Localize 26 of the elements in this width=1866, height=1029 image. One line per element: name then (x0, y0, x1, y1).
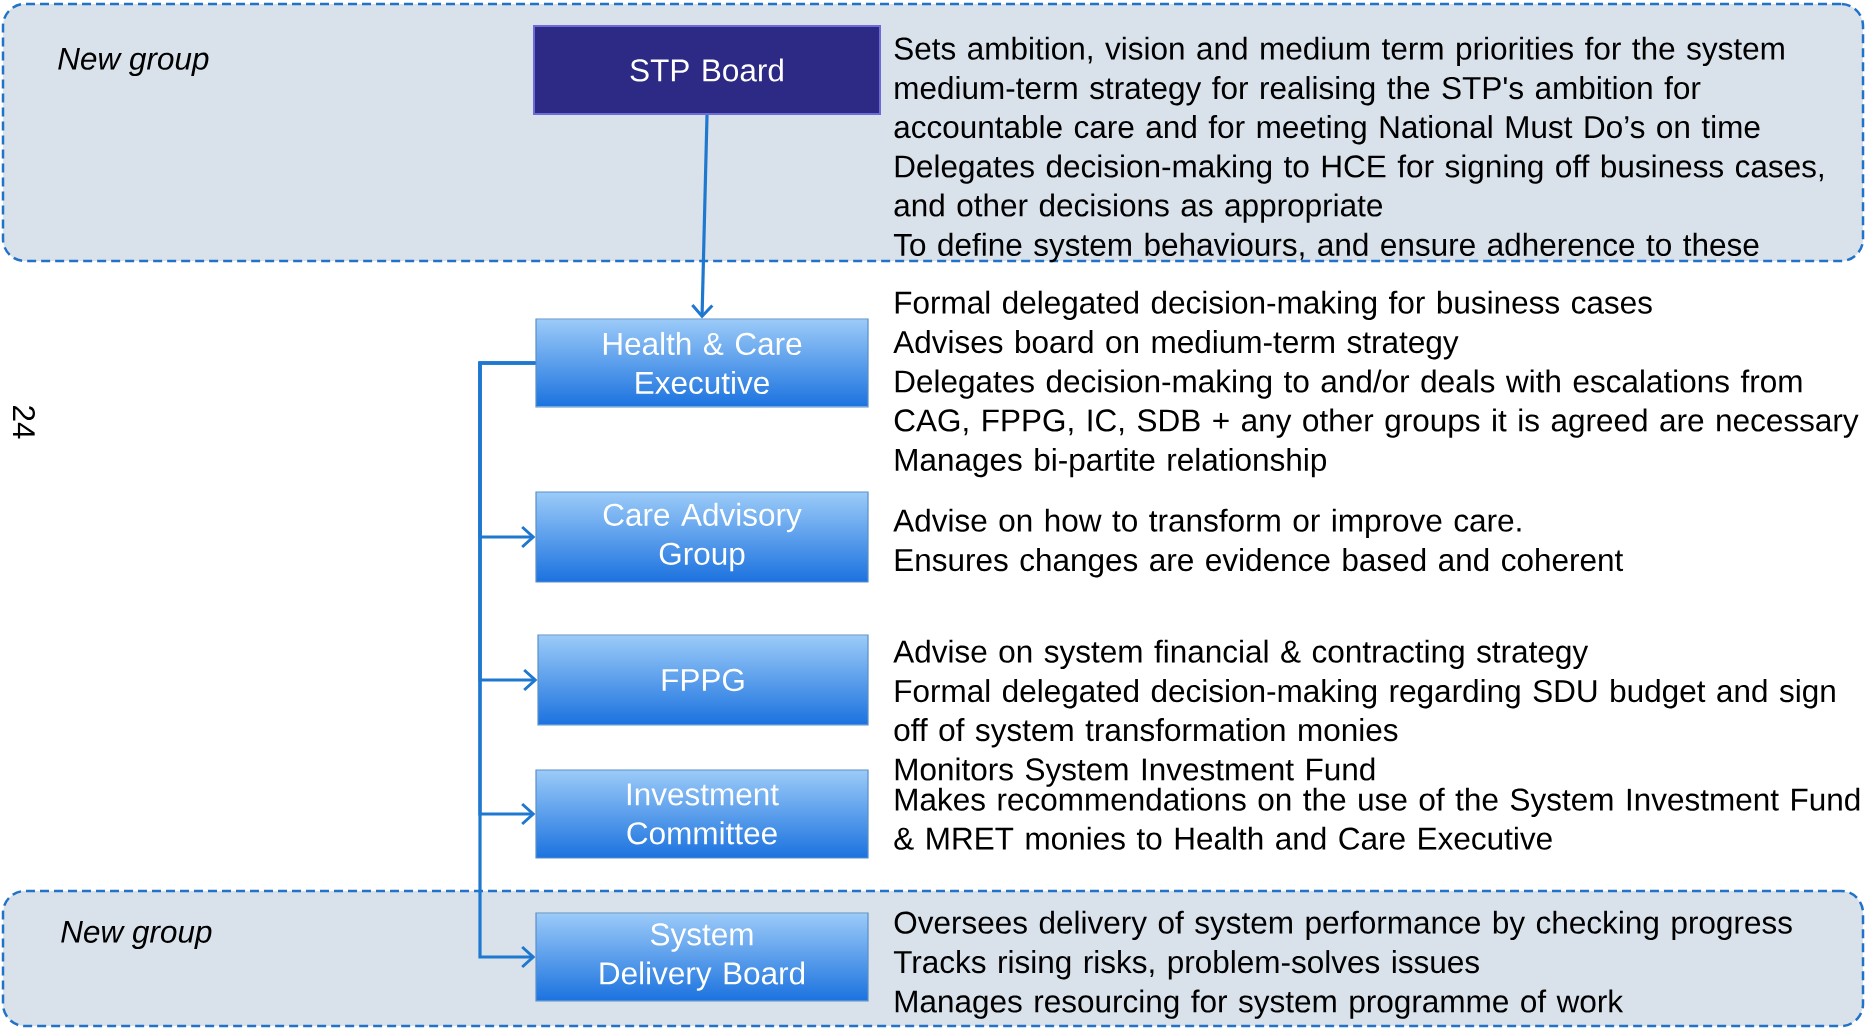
committee-box: Health & Care Executive (535, 318, 869, 408)
committee-box: Investment Committee (535, 769, 869, 859)
description-text: Manages bi-partite relationship (895, 447, 1326, 478)
description-text: Delegates decision-making to and/or deals with escalations from CAG, FPPG, IC, SDB + any other groups it is agreed are necessary (894, 369, 1859, 438)
description-text: medium-term strategy for realising the STP's ambition for accountable care and for meeting National Must Do’s on time (894, 76, 1760, 145)
board-box: STP Board (533, 25, 881, 115)
description-text: To define system behaviours, and ensure adherence to these (893, 232, 1759, 263)
committee-box: System Delivery Board (535, 912, 869, 1002)
committee-box: Care Advisory Group (535, 491, 869, 583)
committee-box: FPPG (537, 634, 869, 726)
description-text: Tracks rising risks, problem-solves issues (893, 950, 1479, 980)
description-text: Advise on system financial & contracting strategy (893, 639, 1589, 670)
description-text: Monitors System Investment Fund (895, 757, 1375, 787)
description-text: Sets ambition, vision and medium term priorities for the system (894, 36, 1784, 67)
description-text: Advise on how to transform or improve care. (893, 508, 1521, 539)
description-text: Makes recommendations on the use of the System Investment Fund & MRET monies to Health and Care Executive (894, 787, 1860, 850)
description-text: Oversees delivery of system performance by checking progress (894, 910, 1792, 941)
description-text: Advises board on medium-term strategy (893, 330, 1459, 360)
description-text: Delegates decision-making to HCE for signing off business cases, and other decisions as appropriate (894, 154, 1823, 223)
description-text: Formal delegated decision-making for business cases (895, 290, 1652, 321)
arrow (691, 114, 714, 319)
page-number: 24 (13, 406, 35, 439)
arrow (478, 361, 536, 969)
description-text: Ensures changes are evidence based and coherent (895, 548, 1624, 578)
description-text: Formal delegated decision-making regarding SDU budget and sign off of system transformation monies (894, 679, 1835, 748)
description-text: Manages resourcing for system programme of work (895, 989, 1624, 1019)
